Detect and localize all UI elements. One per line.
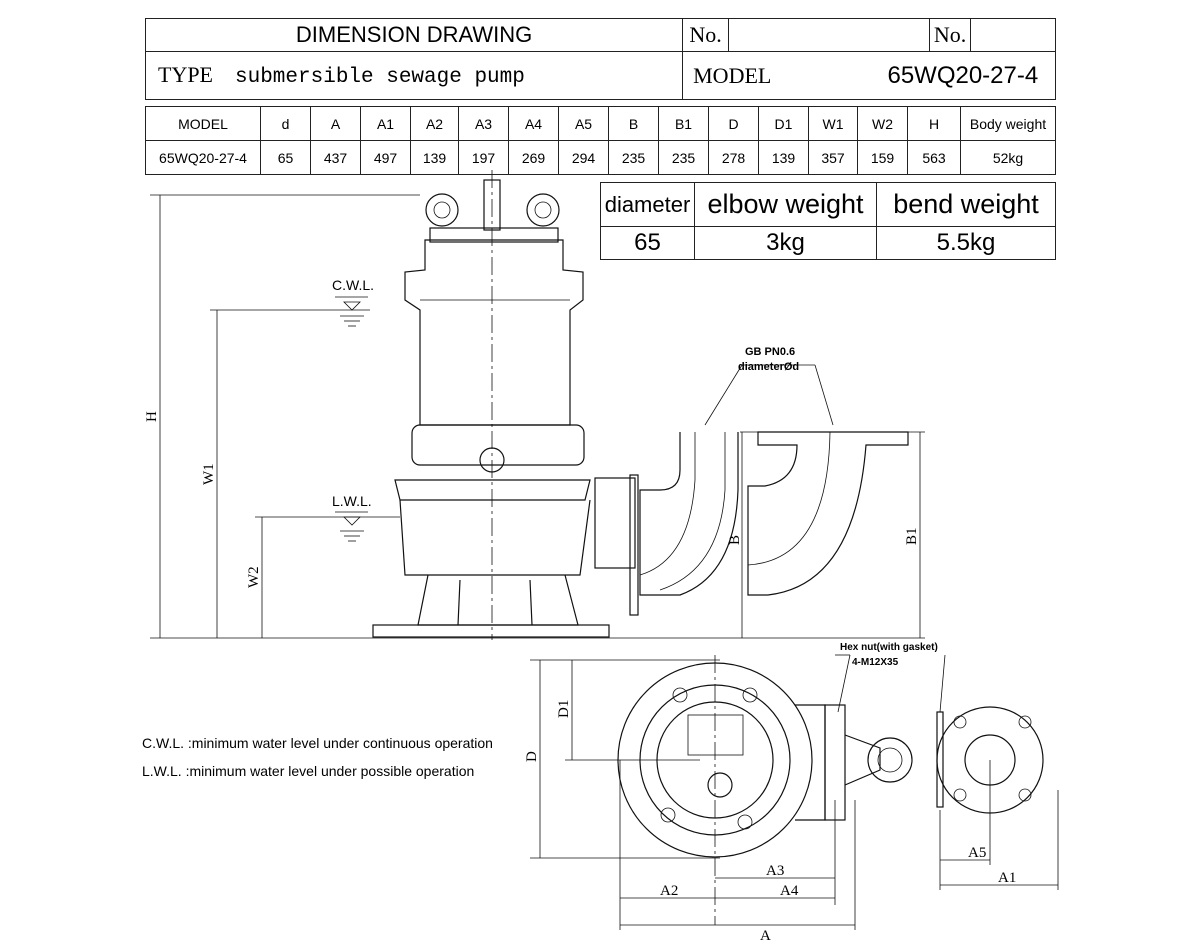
table-header-row: MODEL d A A1 A2 A3 A4 A5 B B1 D D1 W1 W2… bbox=[145, 106, 1056, 141]
table-header: D1 bbox=[758, 106, 809, 141]
table-cell: 357 bbox=[808, 140, 858, 175]
table-cell: 235 bbox=[658, 140, 709, 175]
table-header: diameter bbox=[600, 182, 695, 227]
lwl-label: L.W.L. bbox=[332, 493, 372, 509]
table-cell: 197 bbox=[458, 140, 509, 175]
dim-label-a2: A2 bbox=[660, 883, 678, 899]
no-label-2: No. bbox=[929, 18, 972, 52]
model-cell: MODEL 65WQ20-27-4 bbox=[682, 51, 1056, 100]
table-cell: 65WQ20-27-4 bbox=[145, 140, 261, 175]
table-header: A3 bbox=[458, 106, 509, 141]
table-cell: 52kg bbox=[960, 140, 1056, 175]
table-header: elbow weight bbox=[694, 182, 877, 227]
dim-label-a1: A1 bbox=[998, 870, 1016, 886]
table-header: Body weight bbox=[960, 106, 1056, 141]
type-value: submersible sewage pump bbox=[235, 66, 525, 89]
table-cell: 269 bbox=[508, 140, 559, 175]
dim-label-a5: A5 bbox=[968, 845, 986, 861]
flange-note-line1: GB PN0.6 bbox=[745, 346, 795, 358]
dim-label-d: D bbox=[524, 751, 540, 762]
weight-table: diameter elbow weight bend weight 65 3kg… bbox=[600, 182, 1056, 260]
table-cell: 139 bbox=[758, 140, 809, 175]
table-cell: 65 bbox=[260, 140, 311, 175]
drawing-title: DIMENSION DRAWING bbox=[144, 18, 684, 52]
dim-label-b1: B1 bbox=[904, 527, 920, 545]
bend-drawing bbox=[747, 431, 909, 596]
pump-front-view bbox=[372, 170, 639, 640]
flange-note-line2: diameterØd bbox=[738, 361, 799, 373]
table-cell: 3kg bbox=[694, 226, 877, 260]
table-header: A5 bbox=[558, 106, 609, 141]
cwl-label: C.W.L. bbox=[332, 277, 374, 293]
hex-nut-note-line1: Hex nut(with gasket) bbox=[840, 642, 938, 653]
table-cell: 278 bbox=[708, 140, 759, 175]
table-cell: 159 bbox=[857, 140, 908, 175]
type-cell: TYPE submersible sewage pump bbox=[144, 51, 684, 100]
table-header: W1 bbox=[808, 106, 858, 141]
plan-dimension-lines bbox=[530, 654, 1059, 930]
dim-label-a: A bbox=[760, 928, 771, 944]
table-cell: 5.5kg bbox=[876, 226, 1056, 260]
no-value-2 bbox=[970, 18, 1056, 52]
table-header: d bbox=[260, 106, 311, 141]
table-cell: 65 bbox=[600, 226, 695, 260]
water-level-cwl-symbol bbox=[335, 296, 368, 327]
dimension-lines bbox=[150, 194, 925, 639]
pump-plan-view bbox=[617, 655, 1044, 925]
no-label-1: No. bbox=[682, 18, 730, 52]
hex-nut-note-line2: 4-M12X35 bbox=[852, 657, 899, 668]
dim-label-w2: W2 bbox=[246, 566, 262, 588]
table-cell: 294 bbox=[558, 140, 609, 175]
elbow-drawing bbox=[639, 432, 739, 596]
dim-label-b: B bbox=[727, 535, 743, 545]
table-header: A1 bbox=[360, 106, 411, 141]
table-cell: 235 bbox=[608, 140, 659, 175]
cwl-legend: C.W.L. :minimum water level under contin… bbox=[142, 735, 493, 751]
model-value: 65WQ20-27-4 bbox=[887, 61, 1039, 89]
table-header: bend weight bbox=[876, 182, 1056, 227]
table-row: 65WQ20-27-4 65 437 497 139 197 269 294 2… bbox=[145, 140, 1056, 175]
dim-label-a3: A3 bbox=[766, 863, 784, 879]
dim-label-d1: D1 bbox=[556, 700, 572, 718]
dimensions-table: MODEL d A A1 A2 A3 A4 A5 B B1 D D1 W1 W2… bbox=[145, 106, 1056, 175]
dim-label-a4: A4 bbox=[780, 883, 799, 899]
lwl-legend: L.W.L. :minimum water level under possib… bbox=[142, 763, 474, 779]
table-cell: 139 bbox=[410, 140, 459, 175]
dim-label-w1: W1 bbox=[201, 463, 217, 485]
table-cell: 497 bbox=[360, 140, 411, 175]
water-level-lwl-symbol bbox=[335, 511, 368, 542]
model-label: MODEL bbox=[693, 62, 772, 88]
title-block: DIMENSION DRAWING No. No. TYPE submersib… bbox=[144, 18, 1056, 100]
table-header: D bbox=[708, 106, 759, 141]
table-cell: 563 bbox=[907, 140, 961, 175]
table-cell: 437 bbox=[310, 140, 361, 175]
dim-label-h: H bbox=[144, 411, 160, 422]
type-label: TYPE bbox=[158, 62, 213, 87]
